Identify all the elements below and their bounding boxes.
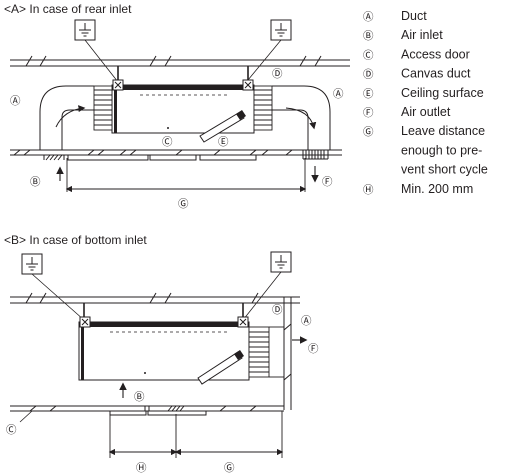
- section-b-title: <B> In case of bottom inlet: [4, 233, 147, 247]
- earth-ground-icon: [270, 251, 292, 273]
- label-c: Ⓒ: [162, 136, 173, 148]
- duct-left: [39, 85, 94, 150]
- dimension-g-a: [65, 158, 307, 193]
- section-a-title: <A> In case of rear inlet: [4, 2, 132, 16]
- label-b-b: Ⓑ: [134, 391, 145, 403]
- hanger-bolt-icon: [83, 303, 244, 322]
- label-f: Ⓕ: [322, 176, 333, 188]
- label-h-b: Ⓗ: [136, 462, 147, 474]
- legend-text: Air inlet: [401, 28, 443, 42]
- legend-text: Leave distance: [401, 124, 485, 138]
- duct-right: [272, 85, 331, 150]
- flow-arrow-icon: [55, 105, 86, 128]
- wall-b: [283, 297, 292, 410]
- canvas-duct-b: [248, 326, 284, 378]
- label-a-left: Ⓐ: [10, 95, 21, 107]
- legend-letter: Ⓒ: [363, 49, 374, 61]
- canvas-duct-outlet: [253, 85, 273, 131]
- label-g-b: Ⓖ: [224, 462, 235, 474]
- earth-ground-icon: [270, 19, 292, 41]
- legend-letter: Ⓑ: [363, 30, 374, 42]
- earth-ground-icon: [21, 253, 43, 275]
- hanger-bolt-icon: [117, 66, 249, 85]
- legend-letter: Ⓗ: [363, 184, 374, 196]
- legend-letter: Ⓐ: [363, 11, 374, 23]
- legend-letter: Ⓔ: [363, 88, 374, 100]
- legend-text: vent short cycle: [401, 163, 488, 177]
- label-b: Ⓑ: [30, 176, 41, 188]
- legend-text: Duct: [401, 9, 427, 23]
- legend-letter: Ⓓ: [363, 69, 374, 81]
- legend-text: Min. 200 mm: [401, 182, 473, 196]
- label-d: Ⓓ: [272, 68, 283, 80]
- label-f-b: Ⓕ: [308, 343, 319, 355]
- ceiling-surface-b: [10, 405, 284, 416]
- legend-letter: Ⓖ: [363, 126, 374, 138]
- legend-text: Ceiling surface: [401, 86, 484, 100]
- filter-panel: [199, 110, 246, 143]
- label-a-b: Ⓐ: [301, 315, 312, 327]
- flow-arrow-icon: [285, 107, 317, 130]
- label-g: Ⓖ: [178, 198, 189, 210]
- canvas-duct-inlet: [93, 85, 113, 131]
- indoor-unit-b: [78, 316, 250, 381]
- dimension-h-g-b: [108, 411, 284, 458]
- legend-text: Air outlet: [401, 105, 451, 119]
- ceiling-slab: [10, 55, 350, 67]
- legend-text: Canvas duct: [401, 67, 471, 81]
- filter-panel-b: [197, 350, 244, 385]
- label-e: Ⓔ: [218, 136, 229, 148]
- ceiling-surface: [10, 149, 342, 161]
- legend-letter: Ⓕ: [363, 107, 374, 119]
- earth-ground-icon: [74, 19, 96, 41]
- legend-text: enough to pre-: [401, 143, 482, 157]
- label-c-b: Ⓒ: [6, 424, 17, 436]
- legend-text: Access door: [401, 47, 470, 61]
- label-a-right: Ⓐ: [333, 88, 344, 100]
- label-d-b: Ⓓ: [272, 304, 283, 316]
- ceiling-slab-b: [10, 292, 300, 304]
